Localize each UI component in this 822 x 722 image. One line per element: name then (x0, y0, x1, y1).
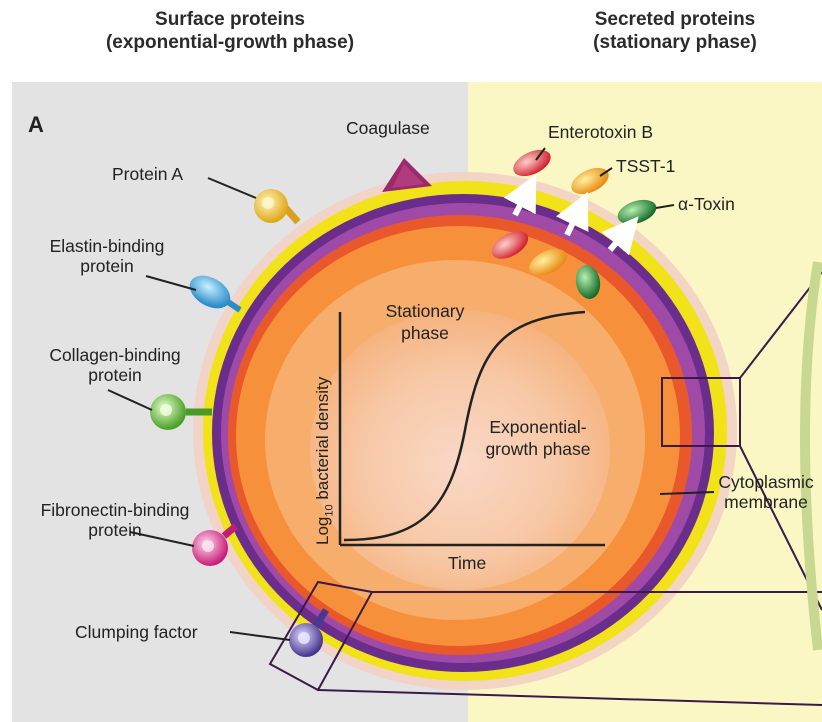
fibronectin-label-line1: Fibronectin-binding (20, 500, 210, 520)
alpha-toxin-label: α-Toxin (678, 194, 735, 214)
y-axis-label-sub: 10 (323, 504, 335, 516)
stationary-label-line2: phase (370, 322, 480, 344)
stationary-label-line1: Stationary (370, 300, 480, 322)
enterotoxin-b-icon (509, 145, 555, 182)
x-axis-label: Time (448, 553, 486, 573)
collagen-label-line2: protein (30, 365, 200, 385)
y-axis-label-rest: bacterial density (313, 377, 332, 505)
elastin-label-line1: Elastin-binding (32, 236, 182, 256)
fibronectin-binding-protein-label: Fibronectin-binding protein (20, 500, 210, 540)
panel-letter: A (28, 112, 44, 138)
protein-a (254, 189, 298, 223)
protein-a-label: Protein A (112, 164, 183, 184)
collagen-binding-protein-label: Collagen-binding protein (30, 345, 200, 385)
membrane-label-line2: membrane (710, 492, 822, 512)
collagen-label-line1: Collagen-binding (30, 345, 200, 365)
exponential-phase-label: Exponential- growth phase (468, 416, 608, 460)
exponential-label-line1: Exponential- (468, 416, 608, 438)
tsst-1-label: TSST-1 (616, 156, 675, 176)
clumping-factor-label: Clumping factor (75, 622, 198, 642)
coagulase-label: Coagulase (346, 118, 430, 138)
fibronectin-label-line2: protein (20, 520, 210, 540)
elastin-label-line2: protein (32, 256, 182, 276)
cytoplasmic-membrane-label: Cytoplasmic membrane (710, 472, 822, 512)
elastin-binding-protein-label: Elastin-binding protein (32, 236, 182, 276)
enterotoxin-b-label: Enterotoxin B (548, 122, 653, 142)
y-axis-label-log: Log (313, 517, 332, 545)
wall-zoom-line-bottom (318, 690, 822, 705)
stationary-phase-label: Stationary phase (370, 300, 480, 344)
exponential-label-line2: growth phase (468, 438, 608, 460)
y-axis-label: Log10 bacterial density (313, 377, 339, 545)
membrane-label-line1: Cytoplasmic (710, 472, 822, 492)
